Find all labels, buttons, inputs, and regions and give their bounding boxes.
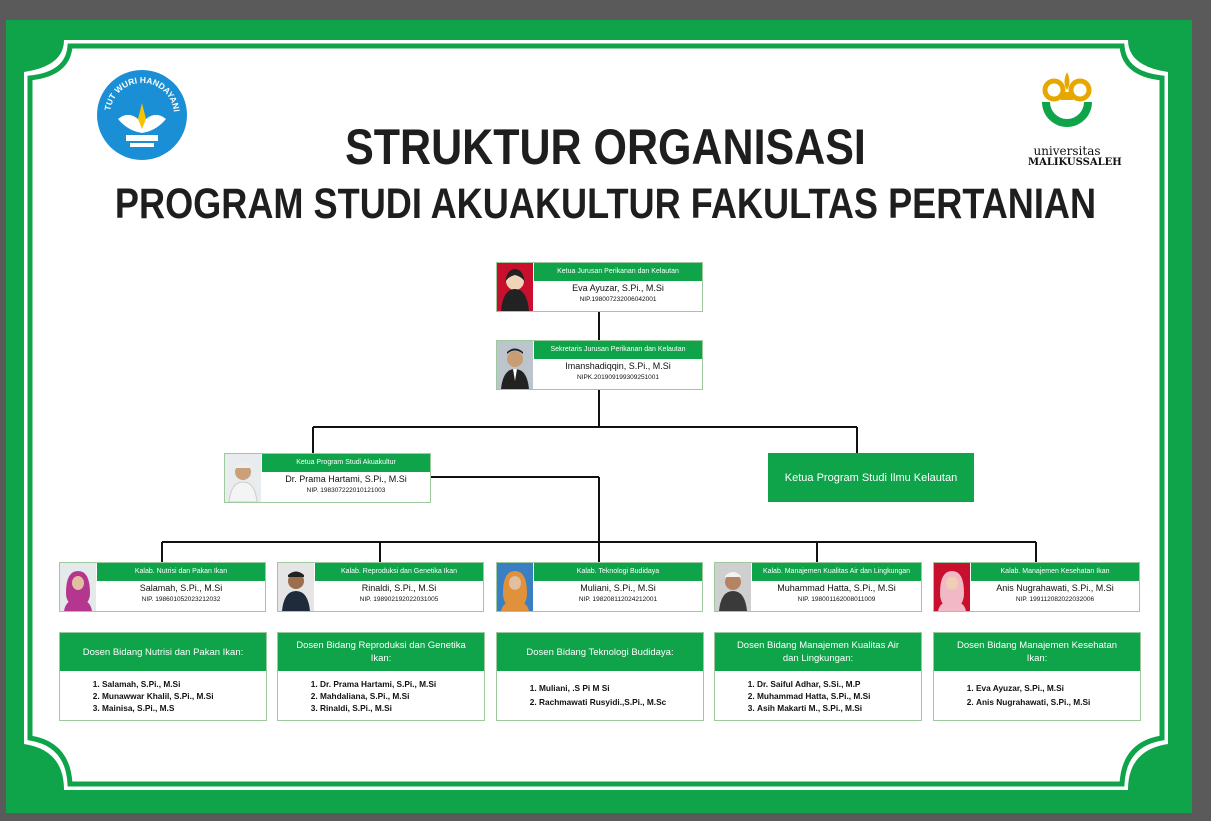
dosen-item: Rinaldi, S.Pi., M.Si [320,702,484,714]
dosen-box: Dosen Bidang Teknologi Budidaya: Muliani… [496,632,704,721]
person-name: Muhammad Hatta, S.Pi., M.Si [777,583,896,593]
kalab-card: Kalab. Manajemen Kualitas Air dan Lingku… [714,562,922,612]
portrait-photo [225,454,261,502]
role-header: Kalab. Manajemen Kualitas Air dan Lingku… [752,563,921,581]
kalab-card: Kalab. Manajemen Kesehatan Ikan Anis Nug… [933,562,1140,612]
dosen-list: Salamah, S.Pi., M.Si Munawwar Khalil, S.… [60,671,266,720]
dosen-item: Mahdaliana, S.Pi., M.Si [320,690,484,702]
person-nip: NIP. 198601052023212032 [141,596,221,603]
kalab-card: Kalab. Nutrisi dan Pakan Ikan Salamah, S… [59,562,266,612]
dosen-item: Mainisa, S.Pi., M.S [102,702,266,714]
kalab-card: Kalab. Teknologi Budidaya Muliani, S.Pi.… [496,562,703,612]
person-nip: NIP. 198307222010121003 [306,487,386,494]
dosen-item: Salamah, S.Pi., M.Si [102,678,266,690]
portrait-photo [934,563,970,611]
dosen-box: Dosen Bidang Reproduksi dan Genetika Ika… [277,632,485,721]
dosen-item: Muliani, .S Pi M Si [539,681,703,695]
portrait-photo [278,563,314,611]
portrait-photo [60,563,96,611]
person-name: Salamah, S.Pi., M.Si [139,583,223,593]
dosen-box-title: Dosen Bidang Manajemen Kesehatan Ikan: [934,633,1140,671]
dosen-item: Eva Ayuzar, S.Pi., M.Si [976,681,1140,695]
dosen-item: Dr. Saiful Adhar, S.Si., M.P [757,678,921,690]
dosen-item: Munawwar Khalil, S.Pi., M.Si [102,690,266,702]
page-title: STRUKTUR ORGANISASI [345,119,866,175]
sekretaris-card: Sekretaris Jurusan Perikanan dan Kelauta… [496,340,703,390]
dosen-list: Dr. Saiful Adhar, S.Si., M.P Muhammad Ha… [715,671,921,720]
ketua-prodi-ilmu-kelautan-box: Ketua Program Studi Ilmu Kelautan [768,453,974,502]
role-header: Kalab. Reproduksi dan Genetika Ikan [315,563,483,581]
portrait-photo [497,263,533,311]
person-name: Anis Nugrahawati, S.Pi., M.Si [996,583,1114,593]
person-name: Muliani, S.Pi., M.Si [580,583,656,593]
person-name: Rinaldi, S.Pi., M.Si [361,583,437,593]
dosen-box-title: Dosen Bidang Teknologi Budidaya: [497,633,703,671]
person-name: Imanshadiqqin, S.Pi., M.Si [565,361,671,371]
university-name-line2: MALIKUSSALEH [1028,157,1122,168]
dosen-box-title: Dosen Bidang Nutrisi dan Pakan Ikan: [60,633,266,671]
ketua-jurusan-card: Ketua Jurusan Perikanan dan Kelautan Eva… [496,262,703,312]
role-header: Sekretaris Jurusan Perikanan dan Kelauta… [534,341,702,359]
role-header: Kalab. Teknologi Budidaya [534,563,702,581]
person-nip: NIP. 198208112024212001 [578,596,658,603]
dosen-item: Muhammad Hatta, S.Pi., M.Si [757,690,921,702]
dosen-item: Asih Makarti M., S.Pi., M.Si [757,702,921,714]
person-nip: NIP. 199112082022032006 [1015,596,1095,603]
dosen-box: Dosen Bidang Nutrisi dan Pakan Ikan: Sal… [59,632,267,721]
dosen-box-title: Dosen Bidang Reproduksi dan Genetika Ika… [278,633,484,671]
person-nip: NIP.198007232006042001 [579,296,657,303]
ketua-prodi-akuakultur-card: Ketua Program Studi Akuakultur Dr. Prama… [224,453,431,503]
kalab-card: Kalab. Reproduksi dan Genetika Ikan Rina… [277,562,484,612]
page-subtitle: PROGRAM STUDI AKUAKULTUR FAKULTAS PERTAN… [114,180,1097,228]
dosen-box: Dosen Bidang Manajemen Kualitas Air dan … [714,632,922,721]
portrait-photo [715,563,751,611]
dosen-list: Dr. Prama Hartami, S.Pi., M.Si Mahdalian… [278,671,484,720]
person-name: Dr. Prama Hartami, S.Pi., M.Si [285,474,407,484]
dosen-list: Eva Ayuzar, S.Pi., M.Si Anis Nugrahawati… [934,671,1140,720]
person-name: Eva Ayuzar, S.Pi., M.Si [572,283,664,293]
role-header: Kalab. Manajemen Kesehatan Ikan [971,563,1139,581]
dosen-item: Anis Nugrahawati, S.Pi., M.Si [976,695,1140,709]
person-nip: NIPK.201909199309251001 [576,374,660,381]
dosen-box-title: Dosen Bidang Manajemen Kualitas Air dan … [715,633,921,671]
portrait-photo [497,563,533,611]
dosen-box: Dosen Bidang Manajemen Kesehatan Ikan: E… [933,632,1141,721]
role-header: Ketua Program Studi Akuakultur [262,454,430,472]
person-nip: NIP. 198902192022031005 [359,596,439,603]
role-header: Kalab. Nutrisi dan Pakan Ikan [97,563,265,581]
universitas-malikussaleh-logo: universitas MALIKUSSALEH [1028,68,1122,170]
tut-wuri-handayani-logo: TUT WURI HANDAYANI [96,69,188,161]
role-header: Ketua Jurusan Perikanan dan Kelautan [534,263,702,281]
portrait-photo [497,341,533,389]
dosen-list: Muliani, .S Pi M Si Rachmawati Rusyidi.,… [497,671,703,720]
dosen-item: Dr. Prama Hartami, S.Pi., M.Si [320,678,484,690]
dosen-item: Rachmawati Rusyidi.,S.Pi., M.Sc [539,695,703,709]
person-nip: NIP. 198001162008011009 [797,596,876,603]
university-name-line1: universitas [1033,144,1101,158]
